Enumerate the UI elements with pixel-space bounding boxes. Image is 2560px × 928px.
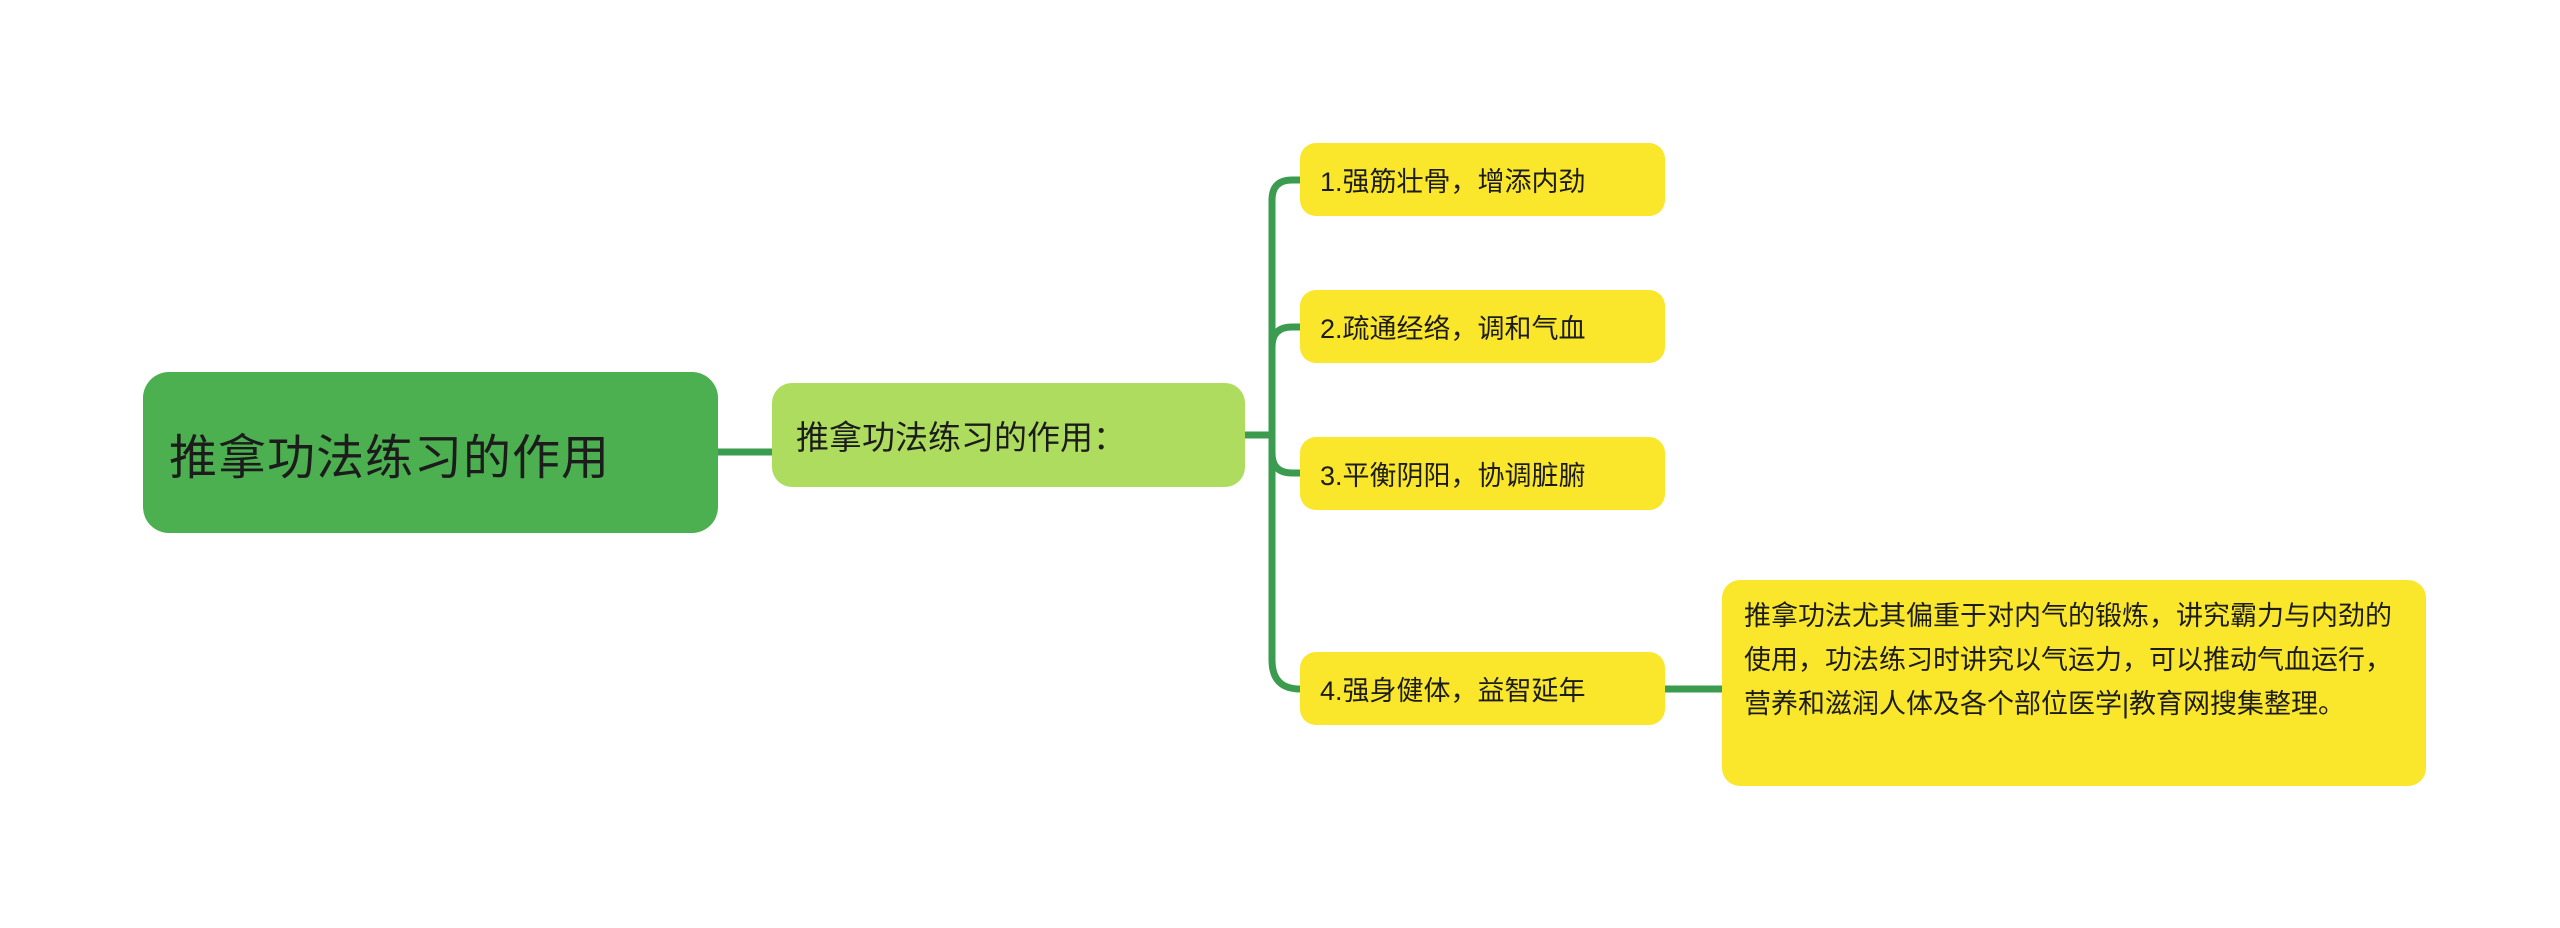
leaf-node-3[interactable]: 3.平衡阴阳，协调脏腑 [1300, 437, 1665, 510]
leaf-node-4-label: 4.强身健体，益智延年 [1320, 676, 1586, 706]
connector-trunk-to-leaf-1 [1268, 176, 1304, 204]
leaf-node-1-label: 1.强筋壮骨，增添内劲 [1320, 167, 1586, 197]
leaf-node-4[interactable]: 4.强身健体，益智延年 [1300, 652, 1665, 725]
leaf-node-1[interactable]: 1.强筋壮骨，增添内劲 [1300, 143, 1665, 216]
branch-node[interactable]: 推拿功法练习的作用： [772, 383, 1245, 487]
connector-trunk-to-leaf-2 [1268, 323, 1304, 351]
connector-trunk-to-leaf-4 [1268, 656, 1304, 693]
leaf-node-2-label: 2.疏通经络，调和气血 [1320, 314, 1586, 344]
branch-node-label: 推拿功法练习的作用： [796, 419, 1126, 456]
root-node-label: 推拿功法练习的作用 [169, 431, 611, 485]
connector-trunk-to-leaf-3 [1268, 449, 1304, 477]
root-node[interactable]: 推拿功法练习的作用 [143, 372, 718, 533]
leaf-node-2[interactable]: 2.疏通经络，调和气血 [1300, 290, 1665, 363]
note-node[interactable]: 推拿功法尤其偏重于对内气的锻炼，讲究霸力与内劲的使用，功法练习时讲究以气运力，可… [1722, 580, 2426, 786]
leaf-node-3-label: 3.平衡阴阳，协调脏腑 [1320, 461, 1586, 491]
note-node-label: 推拿功法尤其偏重于对内气的锻炼，讲究霸力与内劲的使用，功法练习时讲究以气运力，可… [1744, 601, 2392, 719]
